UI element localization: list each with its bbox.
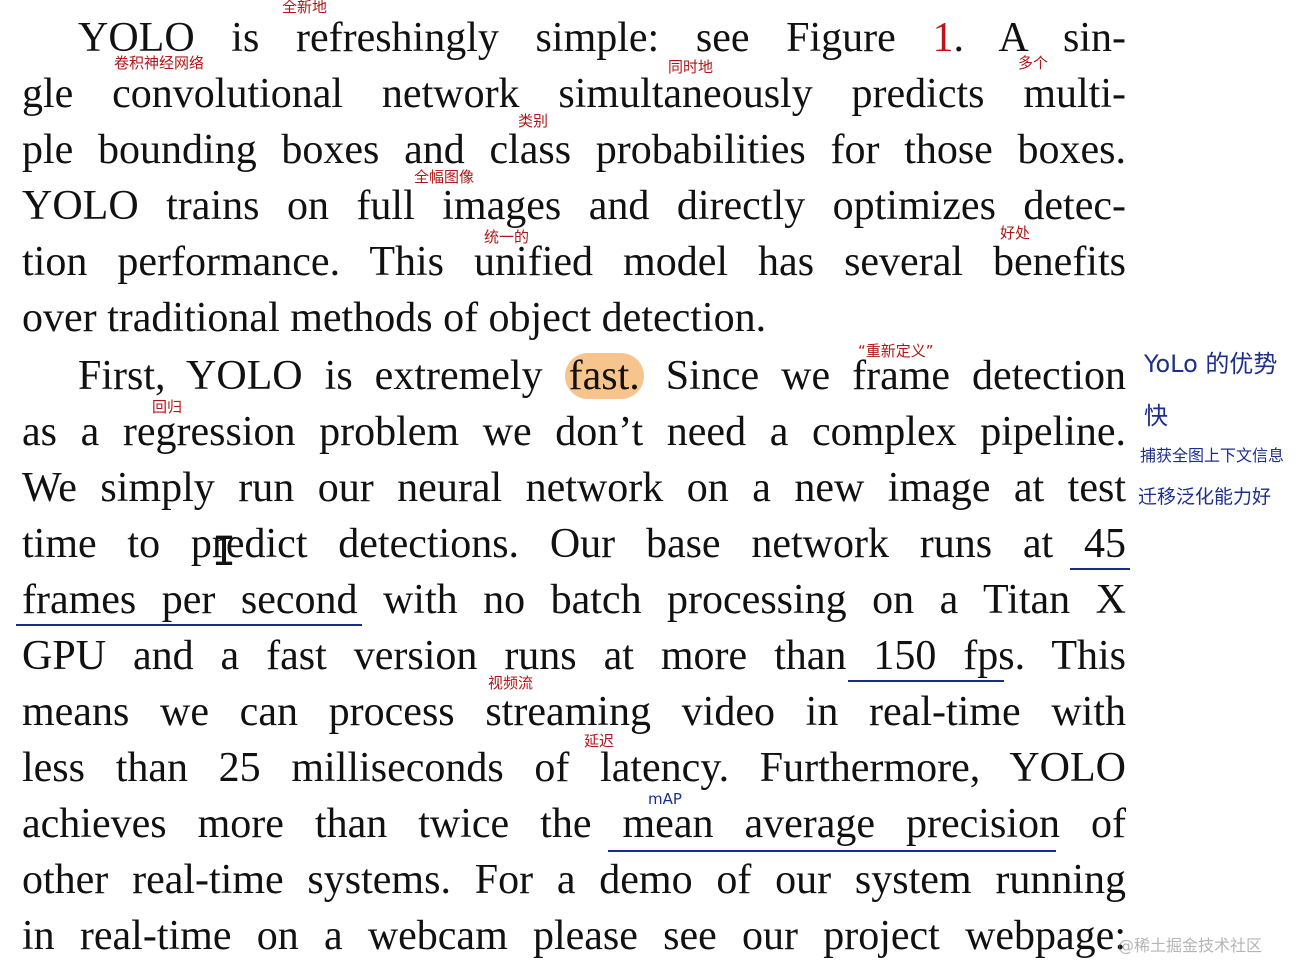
- text-line-5: tion performance. This unified model has…: [22, 239, 1126, 285]
- text-line-7-start: First, YOLO is extremely: [78, 353, 565, 399]
- annotation-streaming: 视频流: [488, 674, 534, 692]
- annotation-class: 类别: [518, 112, 549, 130]
- watermark: @稀土掘金技术社区: [1118, 936, 1263, 955]
- text-line-4: YOLO trains on full images and directly …: [22, 183, 1126, 229]
- text-line-12: GPU and a fast version runs at more than…: [22, 633, 1126, 679]
- annotation-benefits: 好处: [1000, 224, 1031, 242]
- side-note-fast: 快: [1144, 402, 1168, 430]
- text-line-11: frames per second with no batch processi…: [22, 577, 1126, 623]
- figure-ref-link[interactable]: 1: [932, 15, 954, 61]
- underline-frames-per-second: [16, 624, 362, 626]
- text-line-8: as a regression problem we don’t need a …: [22, 409, 1126, 455]
- text-line-10: time to predict detections. Our base net…: [22, 521, 1126, 567]
- annotation-frame: “重新定义”: [858, 342, 934, 360]
- annotation-map: mAP: [648, 790, 682, 808]
- annotation-latency: 延迟: [584, 732, 615, 750]
- text-line-1: YOLO is refreshingly simple: see Figure …: [22, 10, 1126, 66]
- text-line-7: First, YOLO is extremely fast. Since we …: [22, 348, 1126, 404]
- side-note-advantages: YoLo 的优势: [1144, 350, 1278, 378]
- text-line-7-tail: Since we frame detection: [643, 353, 1126, 399]
- text-line-14: less than 25 milliseconds of latency. Fu…: [22, 745, 1126, 791]
- text-line-6: over traditional methods of object detec…: [22, 295, 767, 341]
- annotation-regression: 回归: [152, 398, 183, 416]
- text-line-1-start: YOLO is refreshingly simple: see Figure: [78, 15, 933, 61]
- underline-mean-average-precision: [608, 850, 1056, 852]
- highlight-fast: fast.: [564, 353, 644, 399]
- annotation-full-images: 全幅图像: [414, 168, 475, 186]
- text-line-2: gle convolutional network simultaneously…: [22, 71, 1126, 117]
- side-note-generalize: 迁移泛化能力好: [1138, 486, 1272, 508]
- text-line-17: in real-time on a webcam please see our …: [22, 913, 1126, 959]
- side-note-context: 捕获全图上下文信息: [1140, 446, 1285, 465]
- annotation-simultaneously: 同时地: [668, 58, 714, 76]
- underline-150-fps: [848, 680, 1004, 682]
- annotation-refreshingly: 全新地: [282, 0, 328, 16]
- text-line-3: ple bounding boxes and class probabiliti…: [22, 127, 1126, 173]
- text-line-15: achieves more than twice the mean averag…: [22, 801, 1126, 847]
- text-line-9: We simply run our neural network on a ne…: [22, 465, 1126, 511]
- underline-45: [1070, 568, 1130, 570]
- text-line-13: means we can process streaming video in …: [22, 689, 1126, 735]
- text-line-1-tail: . A sin-: [953, 15, 1126, 61]
- annotation-unified: 统一的: [484, 228, 530, 246]
- text-line-16: other real-time systems. For a demo of o…: [22, 857, 1126, 903]
- text-cursor-icon: I: [212, 529, 237, 575]
- annotation-single-cnn: 卷积神经网络: [114, 54, 205, 72]
- annotation-multiple: 多个: [1018, 54, 1049, 72]
